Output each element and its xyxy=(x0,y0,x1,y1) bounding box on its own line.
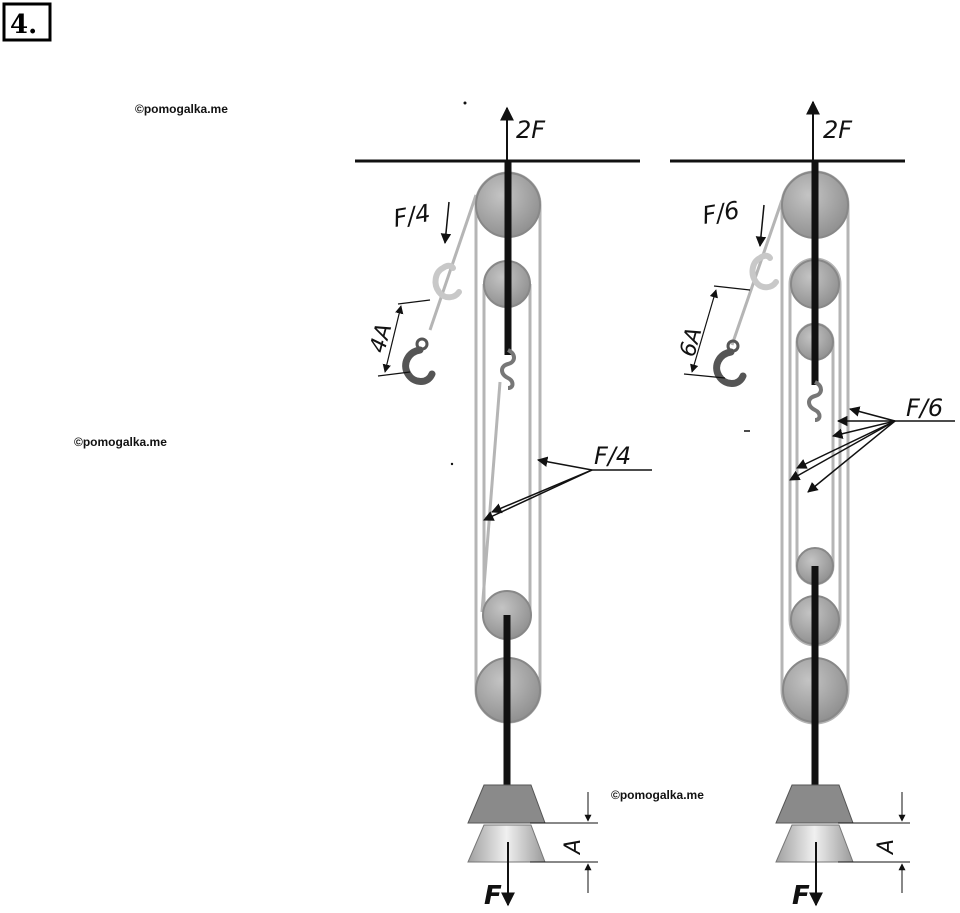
watermark-1: ©pomogalka.me xyxy=(135,102,228,116)
scan-dot-1 xyxy=(463,101,467,105)
right-weight-bottom xyxy=(775,824,854,863)
left-dim-line-bottom xyxy=(377,371,411,377)
left-rope-force-top-arrow xyxy=(440,201,452,245)
right-force-arrow-6 xyxy=(807,420,896,493)
left-force-arrow-1 xyxy=(536,456,593,471)
right-load-displacement-label: A xyxy=(874,839,899,856)
watermark-3: ©pomogalka.me xyxy=(611,788,704,802)
left-force-arrow-3 xyxy=(491,469,593,514)
right-hook-top-icon xyxy=(749,252,779,291)
left-rope-force-side-label: F/4 xyxy=(594,442,631,470)
scan-dot-2 xyxy=(450,462,454,466)
right-rope-force-side-label: F/6 xyxy=(906,394,943,422)
left-load-force-label: F xyxy=(484,881,502,911)
left-hook-top-icon xyxy=(432,262,462,301)
right-dim-arrow xyxy=(690,289,718,373)
right-dim-line-top xyxy=(713,285,751,291)
left-load-displacement-label: A xyxy=(561,839,586,856)
problem-number-box: 4. xyxy=(2,2,52,42)
problem-number: 4. xyxy=(10,10,37,40)
right-weight-top xyxy=(775,784,854,824)
left-dim-line-top xyxy=(397,299,431,305)
left-center-hook-icon xyxy=(500,348,516,390)
right-force-arrow-5 xyxy=(789,420,896,481)
right-displacement-label: 6A xyxy=(676,325,708,360)
right-top-force-label: 2F xyxy=(823,116,853,144)
right-force-arrow-3 xyxy=(831,420,896,439)
left-dim-arrow xyxy=(382,305,404,373)
right-hook-bottom-icon xyxy=(713,348,747,387)
left-weight-bottom xyxy=(467,824,546,863)
left-hook-bottom-icon xyxy=(402,346,436,385)
left-top-force-label: 2F xyxy=(516,116,546,144)
right-center-hook-icon xyxy=(807,380,823,422)
right-force-arrow-1 xyxy=(848,406,896,422)
left-pulley-system: 2F F/4 4A xyxy=(355,106,652,911)
right-rope-force-top-label: F/6 xyxy=(700,196,741,230)
left-ropes xyxy=(428,171,542,724)
right-rope-force-top-arrow xyxy=(755,204,767,248)
right-pulley-system: 2F F/6 xyxy=(670,100,955,911)
left-rope-force-top-label: F/4 xyxy=(391,199,432,233)
watermark-2: ©pomogalka.me xyxy=(74,435,167,449)
right-ropes xyxy=(730,170,850,725)
right-load-force-label: F xyxy=(792,881,810,911)
left-displacement-label: 4A xyxy=(366,321,398,356)
left-weight-top xyxy=(467,784,546,824)
right-dim-line-bottom xyxy=(683,373,726,379)
right-force-arrow-4 xyxy=(796,420,896,469)
